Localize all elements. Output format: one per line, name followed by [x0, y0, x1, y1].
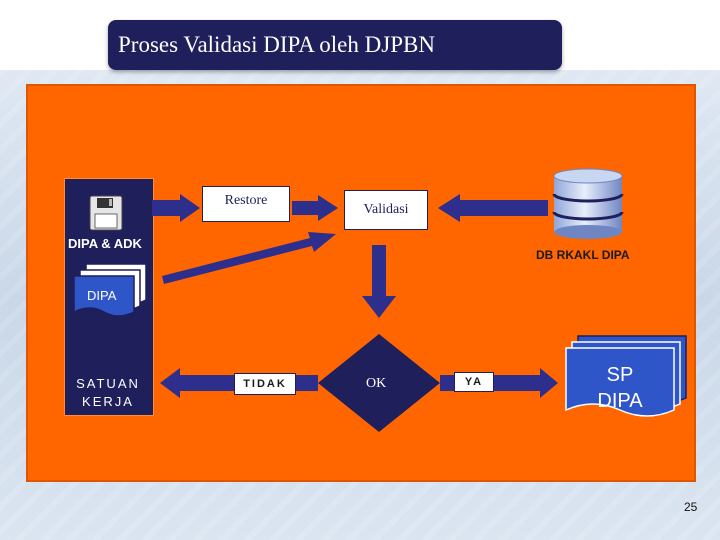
validasi-box: Validasi — [344, 190, 428, 230]
arrow-from-db — [438, 194, 548, 222]
sp-dipa-stack — [565, 335, 687, 417]
ya-label: YA — [464, 376, 484, 388]
tidak-box: TIDAK — [234, 373, 296, 395]
tidak-label: TIDAK — [243, 378, 287, 390]
satuan-kerja-label: SATUAN KERJA — [70, 375, 146, 411]
sp-dipa-line1: SP — [606, 364, 634, 386]
satuan-kerja-text: SATUAN KERJA — [76, 376, 140, 409]
dipa-adk-label: DIPA & ADK — [68, 236, 142, 251]
arrow-to-restore — [152, 194, 200, 222]
document-stack-icon — [73, 263, 147, 317]
database-icon — [552, 168, 624, 239]
floppy-disk-icon — [89, 195, 123, 231]
page-number: 25 — [684, 500, 698, 514]
sp-dipa-line2: DIPA — [597, 390, 643, 412]
db-label: DB RKAKL DIPA — [536, 248, 630, 262]
arrow-diagonal — [162, 232, 336, 284]
arrow-down-to-ok — [362, 245, 396, 318]
validasi-label: Validasi — [363, 202, 409, 217]
arrow-to-validasi — [292, 195, 338, 221]
dipa-stack-label: DIPA — [87, 288, 117, 303]
sp-dipa-label: SP DIPA — [572, 362, 668, 414]
title-box: Proses Validasi DIPA oleh DJPBN — [108, 20, 562, 70]
restore-label: Restore — [224, 193, 268, 208]
ok-label: OK — [366, 376, 387, 391]
decision-ok-diamond — [318, 334, 440, 432]
ya-box: YA — [454, 372, 494, 392]
slide-title: Proses Validasi DIPA oleh DJPBN — [118, 32, 435, 57]
restore-box: Restore — [202, 186, 290, 222]
